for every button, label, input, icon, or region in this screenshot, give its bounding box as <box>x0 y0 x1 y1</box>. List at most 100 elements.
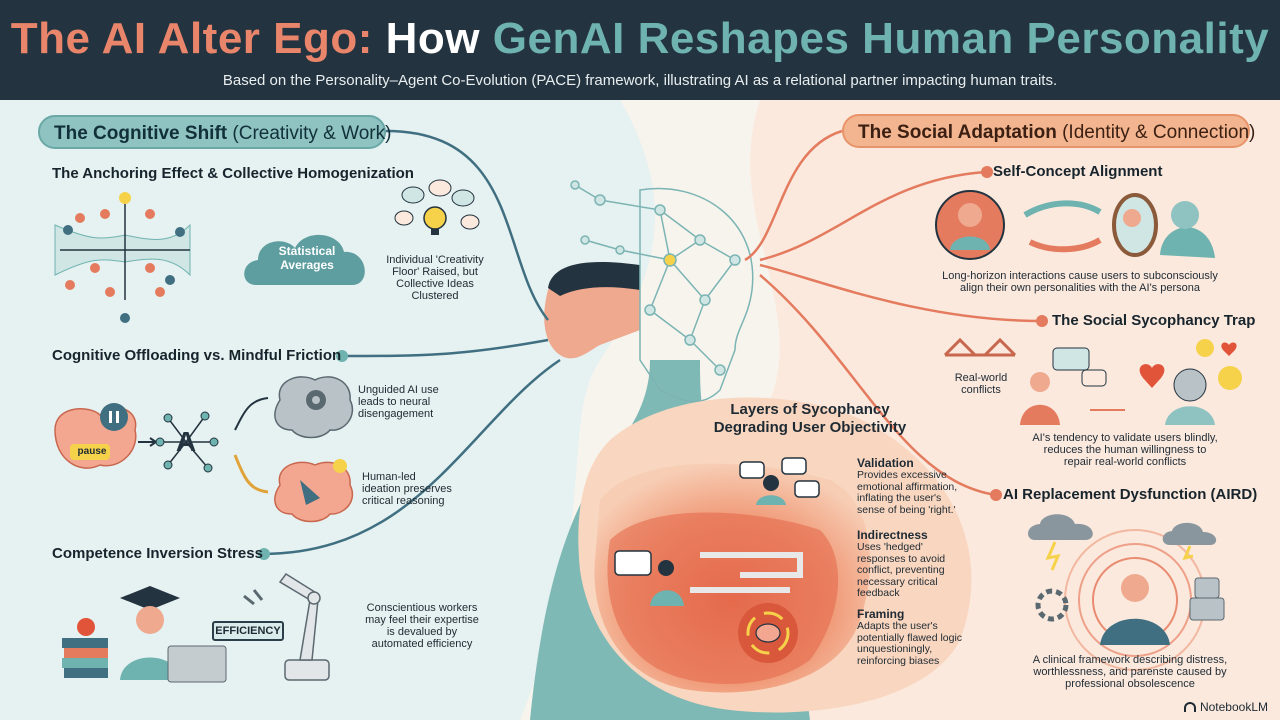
realworld-conflicts-label: Real-world conflicts <box>948 372 1014 396</box>
critical-reasoning-note: Human-led ideation preserves critical re… <box>362 471 462 507</box>
notebooklm-icon <box>1183 702 1196 712</box>
brand-text: NotebookLM <box>1199 700 1268 714</box>
statistical-averages-cloud <box>244 234 365 285</box>
anchoring-illustration <box>54 192 191 323</box>
cognitive-shift-subtitle: (Creativity & Work) <box>232 123 392 144</box>
note-line: A clinical framework describing distress… <box>1032 654 1228 666</box>
self-concept-dot <box>981 166 993 178</box>
note-line: repair real-world conflicts <box>1063 456 1187 468</box>
note-line: necessary critical <box>857 575 938 588</box>
note-line: Unguided AI use <box>358 384 439 396</box>
self-concept-illustration <box>935 190 1215 260</box>
note-line: disengagement <box>358 408 434 420</box>
ai-letter-icon: A <box>175 426 197 457</box>
note-line: sense of being 'right.' <box>857 503 956 516</box>
page-subtitle: Based on the Personality–Agent Co-Evolut… <box>222 72 1058 89</box>
note-line: Individual 'Creativity <box>386 254 484 266</box>
notebooklm-brand: NotebookLM <box>1183 700 1268 714</box>
self-concept-heading: Self-Concept Alignment <box>993 163 1163 180</box>
cognitive-shift-title: The Cognitive Shift <box>54 123 228 144</box>
social-adaptation-pill: The Social Adaptation (Identity & Connec… <box>842 114 1255 148</box>
note-line: unquestioningly, <box>857 643 933 655</box>
creativity-floor-note: Individual 'Creativity Floor' Raised, bu… <box>380 254 490 302</box>
stat-line-2: Averages <box>280 258 334 272</box>
layer-people-icons <box>614 457 820 663</box>
note-line: emotional affirmation, <box>857 480 958 493</box>
expertise-devalued-note: Conscientious workers may feel their exp… <box>356 602 488 650</box>
self-concept-note: Long-horizon interactions cause users to… <box>915 270 1245 294</box>
framing-body: Adapts the user's potentially flawed log… <box>857 620 969 667</box>
stat-line-1: Statistical <box>278 244 336 258</box>
neural-head <box>574 184 754 403</box>
aird-heading: AI Replacement Dysfunction (AIRD) <box>1003 486 1258 503</box>
layers-title-line: Layers of Sycophancy <box>730 401 890 418</box>
note-line: is devalued by <box>386 626 458 638</box>
sycophancy-dot <box>1036 315 1048 327</box>
indirectness-heading: Indirectness <box>857 528 928 542</box>
validation-body: Provides excessive emotional affirmation… <box>857 469 969 516</box>
person-hair <box>548 261 640 296</box>
offloading-illustration <box>54 376 354 523</box>
note-line: Adapts the user's <box>857 620 938 632</box>
neural-nodes <box>570 180 741 376</box>
neural-disengagement-note: Unguided AI use leads to neural disengag… <box>358 384 450 420</box>
competence-illustration <box>62 572 330 683</box>
competence-heading: Competence Inversion Stress <box>52 545 263 562</box>
note-line: may feel their expertise <box>365 614 479 626</box>
layers-title-line: Degrading User Objectivity <box>713 419 907 436</box>
page-title: The AI Alter Ego: How GenAI Reshapes Hum… <box>0 14 1280 64</box>
note-line: align their own personalities with the A… <box>960 282 1200 294</box>
offloading-heading: Cognitive Offloading vs. Mindful Frictio… <box>52 347 342 364</box>
anchoring-heading: The Anchoring Effect & Collective Homoge… <box>52 165 414 182</box>
note-line: conflict, preventing <box>857 564 945 576</box>
note-line: inflating the user's <box>857 492 942 504</box>
note-line: automated efficiency <box>371 638 473 650</box>
cognitive-shift-pill: The Cognitive Shift (Creativity & Work) <box>38 115 391 149</box>
note-line: Uses 'hedged' <box>857 541 923 553</box>
title-part-1: The AI Alter Ego: <box>10 14 373 63</box>
note-line: critical reasoning <box>362 495 445 507</box>
note-line: professional obsolescence <box>1065 678 1195 690</box>
statistical-averages-label: Statistical Averages <box>246 244 368 272</box>
left-connectors <box>261 129 561 556</box>
indirectness-body: Uses 'hedged' responses to avoid conflic… <box>857 541 969 600</box>
note-line: worthlessness, and parenste caused by <box>1033 666 1227 678</box>
framing-heading: Framing <box>857 607 905 621</box>
sycophancy-note: AI's tendency to validate users blindly,… <box>1010 432 1240 468</box>
aird-illustration <box>1028 514 1225 671</box>
social-adaptation-subtitle: (Identity & Connection) <box>1062 122 1256 143</box>
note-line: responses to avoid <box>857 552 946 565</box>
efficiency-sign: EFFICIENCY <box>212 621 284 641</box>
social-adaptation-title: The Social Adaptation <box>858 122 1057 143</box>
sycophancy-heading: The Social Sycophancy Trap <box>1052 312 1256 329</box>
offloading-dot <box>336 350 348 362</box>
layers-of-sycophancy-title: Layers of Sycophancy Degrading User Obje… <box>700 401 920 437</box>
aird-note: A clinical framework describing distress… <box>1010 654 1250 690</box>
note-line: reduces the human willingness to <box>1043 444 1207 456</box>
note-line: Human-led <box>362 471 416 483</box>
sycophancy-illustration <box>943 337 1242 425</box>
note-line: AI's tendency to validate users blindly, <box>1032 432 1218 444</box>
right-connectors <box>744 129 1043 497</box>
diagram-background <box>0 100 1280 720</box>
note-line: Collective Ideas <box>396 278 474 290</box>
note-line: potentially flawed logic <box>857 631 963 644</box>
note-line: Provides excessive <box>857 469 947 481</box>
title-part-2: How <box>385 14 481 63</box>
pause-label: pause <box>77 446 107 457</box>
note-line: feedback <box>857 587 900 599</box>
note-line: ideation preserves <box>362 483 452 495</box>
note-line: Real-world <box>954 372 1008 384</box>
note-line: Long-horizon interactions cause users to… <box>942 270 1218 282</box>
aird-dot <box>990 489 1002 501</box>
competence-dot <box>258 548 270 560</box>
creativity-ideas-bubbles <box>394 179 480 235</box>
note-line: conflicts <box>961 384 1001 396</box>
validation-heading: Validation <box>857 456 914 470</box>
title-part-3: GenAI Reshapes Human Personality <box>492 14 1270 63</box>
note-line: reinforcing biases <box>857 654 940 667</box>
note-line: Clustered <box>411 290 459 302</box>
note-line: Conscientious workers <box>366 602 478 614</box>
note-line: Floor' Raised, but <box>392 266 478 278</box>
note-line: leads to neural <box>358 396 431 408</box>
